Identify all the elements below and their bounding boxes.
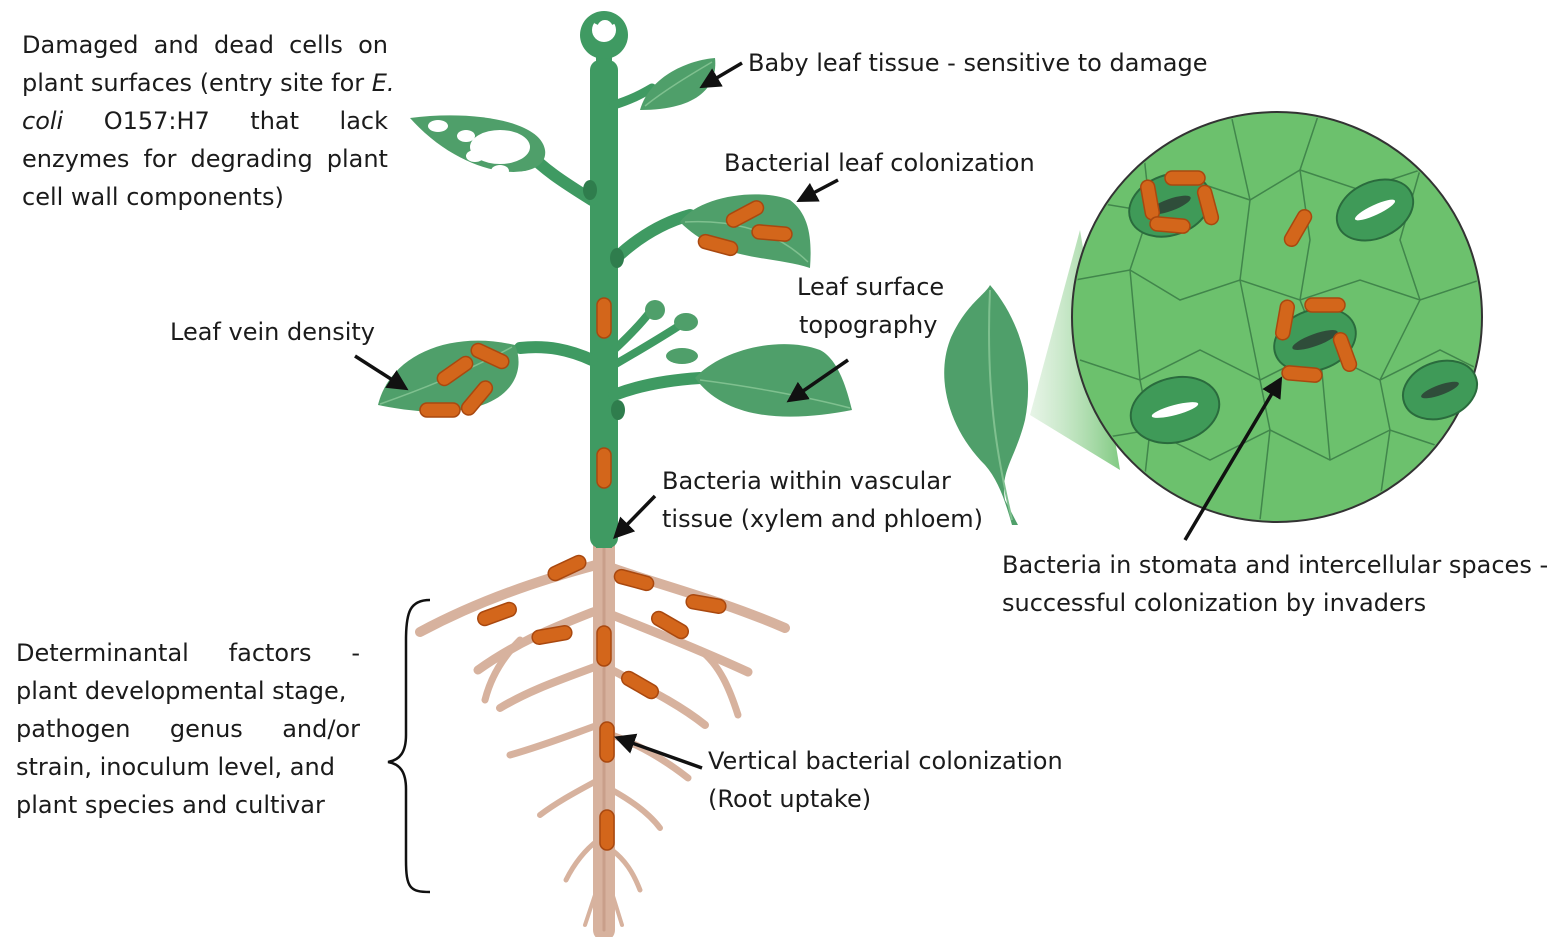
label-vertical-colonization: Vertical bacterial colonization (Root up… <box>708 742 1063 818</box>
leaf-damaged <box>410 115 545 177</box>
arrow-root-uptake <box>618 738 702 768</box>
label-leaf-surface-topography: Leaf surface topography <box>797 268 944 344</box>
magnified-view <box>1072 110 1485 522</box>
leaf-topography <box>695 344 852 417</box>
label-bacterial-leaf-colonization: Bacterial leaf colonization <box>724 144 1035 182</box>
label-vascular-tissue: Bacteria within vascular tissue (xylem a… <box>662 462 983 538</box>
label-leaf-vein-density: Leaf vein density <box>170 313 375 351</box>
label-baby-leaf: Baby leaf tissue - sensitive to damage <box>748 44 1208 82</box>
brace <box>388 600 430 892</box>
arrow-leaf-colonization <box>800 180 838 200</box>
label-stomata: Bacteria in stomata and intercellular sp… <box>1002 546 1548 622</box>
arrow-vascular <box>616 496 655 536</box>
